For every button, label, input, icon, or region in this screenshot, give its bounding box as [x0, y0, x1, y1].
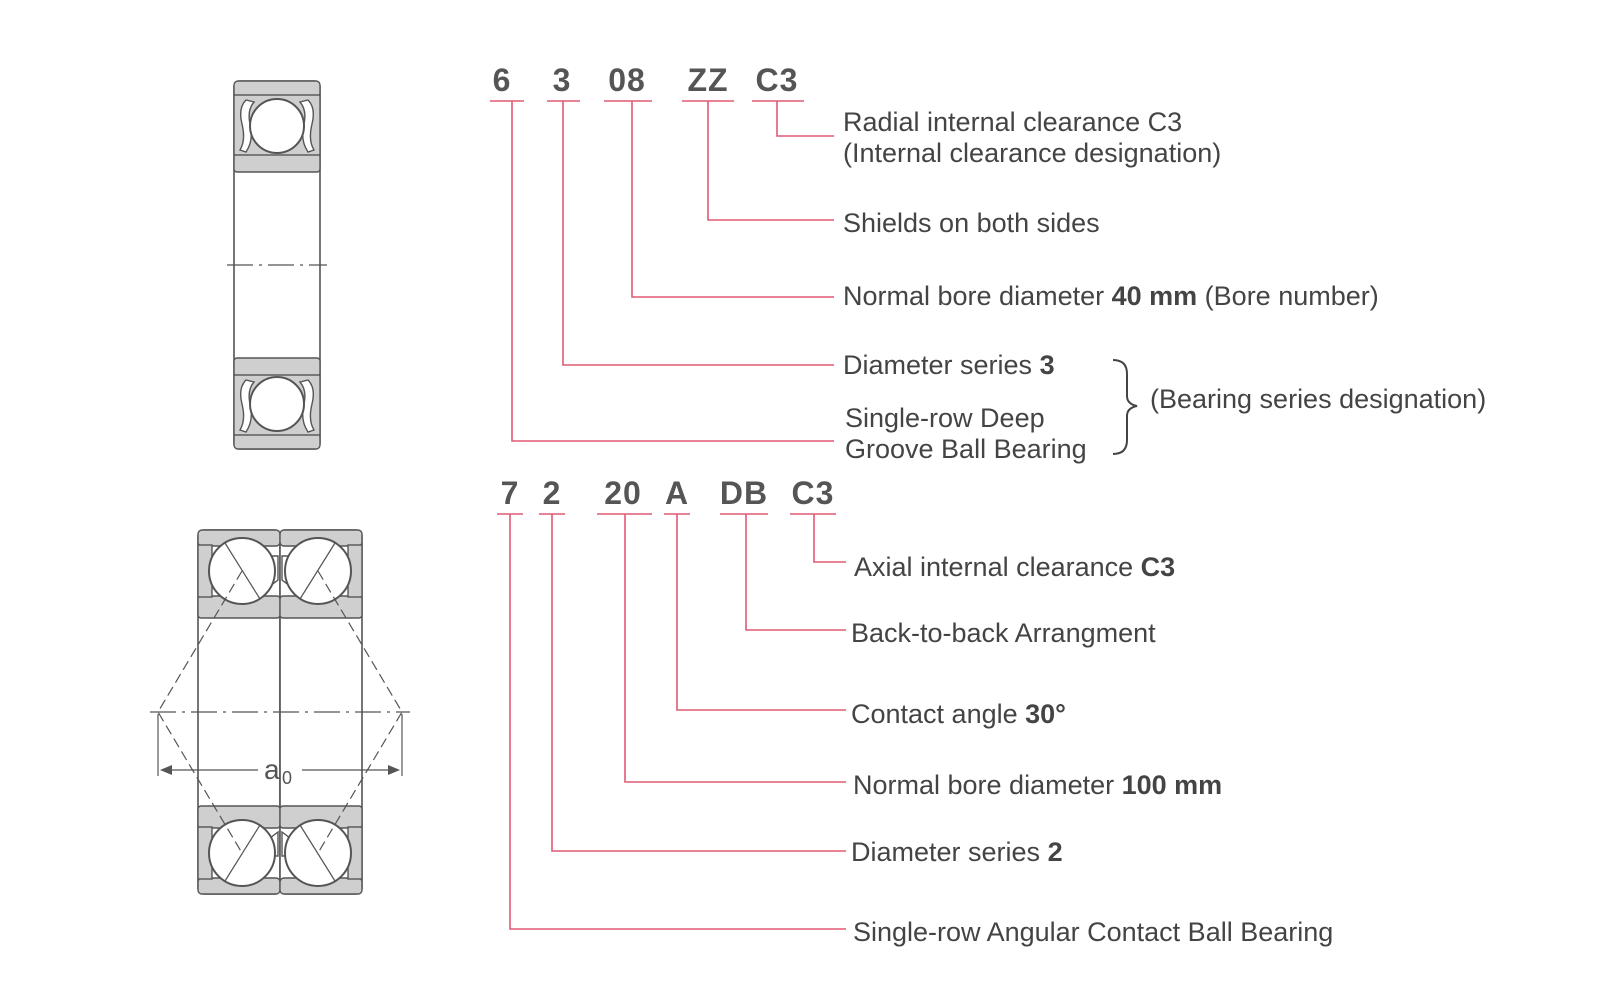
contact-line-right	[317, 570, 403, 854]
lower-ball-section	[233, 357, 321, 450]
bottom-code-angle: A	[665, 475, 689, 511]
bottom-designation-code: 7 2 20 A DB C3	[497, 475, 836, 515]
top-code-type: 6	[493, 62, 512, 98]
contact-line-left	[157, 570, 243, 854]
upper-ball-section	[233, 80, 321, 173]
bottom-label-type: Single-row Angular Contact Ball Bearing	[853, 917, 1333, 947]
top-label-diameter: Diameter series 3	[843, 350, 1055, 380]
bottom-label-axial-clearance: Axial internal clearance C3	[854, 552, 1175, 582]
bottom-code-type: 7	[501, 475, 520, 511]
bottom-label-arrangement: Back-to-back Arrangment	[851, 618, 1156, 648]
bottom-label-angle: Contact angle 30°	[851, 699, 1066, 729]
top-label-type-2: Groove Ball Bearing	[845, 434, 1087, 464]
bottom-leader-lines	[509, 514, 846, 930]
dim-label-a: a	[264, 754, 280, 785]
top-label-series-designation: (Bearing series designation)	[1150, 384, 1486, 414]
load-center-dimension: a 0	[157, 714, 403, 788]
dim-label-sub: 0	[282, 768, 292, 788]
ball-lower	[249, 376, 305, 432]
ball-upper	[249, 98, 305, 154]
bottom-labels: Axial internal clearance C3 Back-to-back…	[851, 552, 1333, 947]
top-label-type-1: Single-row Deep	[845, 403, 1045, 433]
series-brace	[1112, 359, 1138, 455]
top-label-bore: Normal bore diameter 40 mm (Bore number)	[843, 281, 1379, 311]
bottom-code-arrangement: DB	[720, 475, 768, 511]
top-label-shields: Shields on both sides	[843, 208, 1100, 238]
deep-groove-ball-bearing-drawing	[227, 80, 327, 450]
bottom-code-bore: 20	[604, 475, 642, 511]
top-code-diameter: 3	[553, 62, 572, 98]
bottom-label-diameter: Diameter series 2	[851, 837, 1063, 867]
top-designation-code: 6 3 08 ZZ C3	[490, 62, 804, 102]
top-code-shields: ZZ	[687, 62, 728, 98]
bottom-label-bore: Normal bore diameter 100 mm	[853, 770, 1222, 800]
top-label-clearance-1: Radial internal clearance C3	[843, 107, 1182, 137]
top-code-bore: 08	[608, 62, 646, 98]
angular-contact-bearing-pair-drawing: a 0	[150, 529, 410, 895]
top-labels: Radial internal clearance C3 (Internal c…	[843, 107, 1486, 464]
bottom-code-diameter: 2	[543, 475, 562, 511]
top-label-clearance-2: (Internal clearance designation)	[843, 138, 1221, 168]
bottom-code-clearance: C3	[792, 475, 835, 511]
top-leader-lines	[511, 101, 834, 442]
top-code-clearance: C3	[756, 62, 799, 98]
